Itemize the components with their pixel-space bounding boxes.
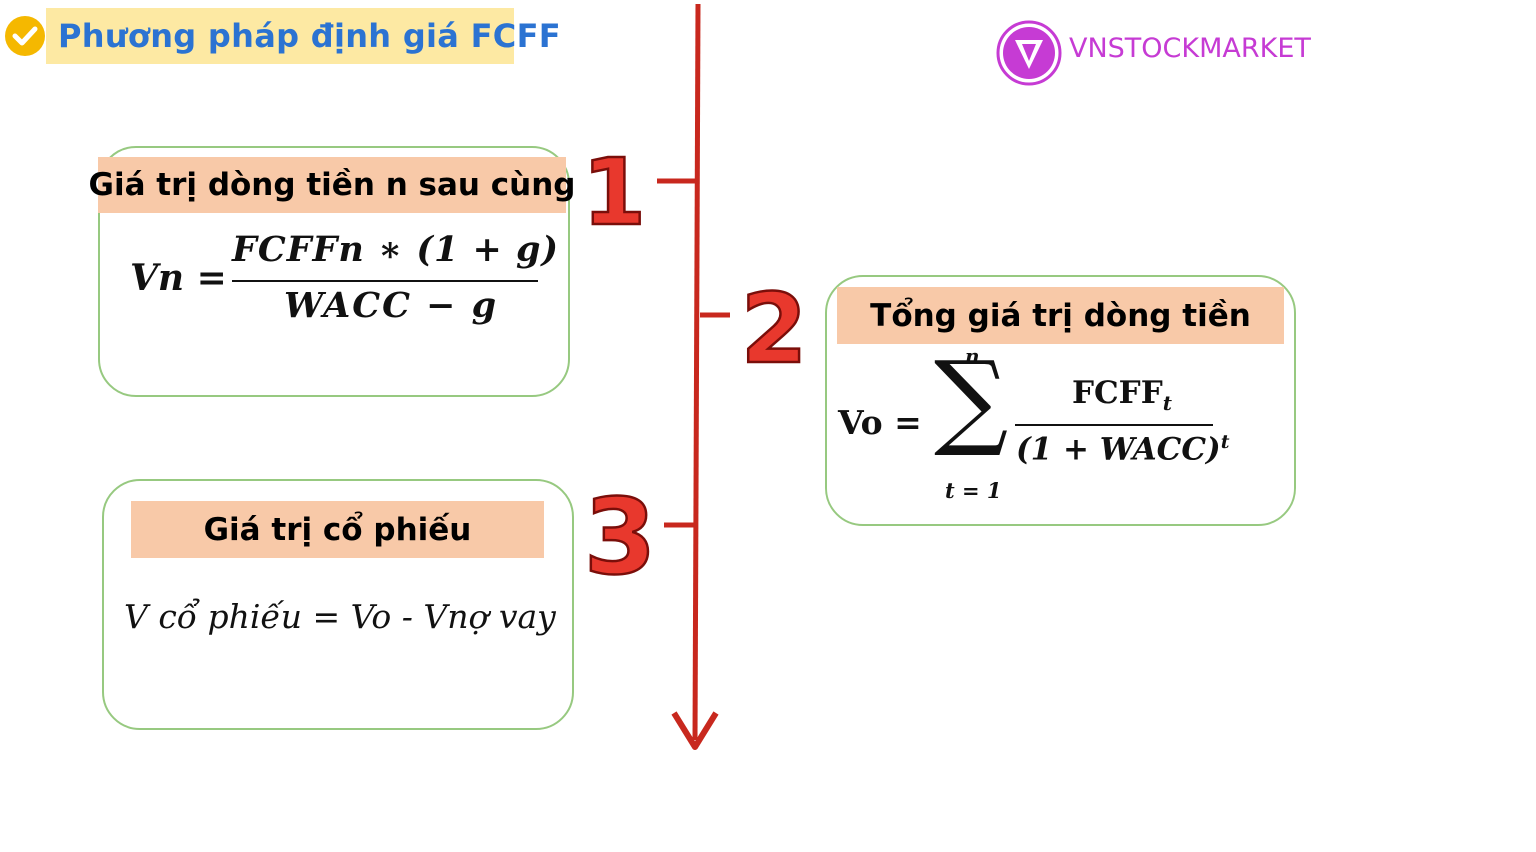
sum-symbol: ∑ <box>934 338 1009 460</box>
step-1-formula-numerator: FCFFn ∗ (1 + g) <box>232 229 560 270</box>
step-1-formula-lhs: Vn = <box>130 257 227 299</box>
numerator-text: FCFF <box>1072 375 1163 411</box>
step-number-3: 3 <box>584 476 656 598</box>
step-number-2: 2 <box>741 273 808 385</box>
sum-upper-limit: n <box>965 344 980 368</box>
step-2-formula-denominator: (1 + WACC)t <box>1016 431 1229 467</box>
step-2-label: Tổng giá trị dòng tiền <box>837 287 1284 344</box>
denominator-superscript: t <box>1220 431 1230 453</box>
numerator-subscript: t <box>1162 391 1172 416</box>
step-1-label: Giá trị dòng tiền n sau cùng <box>89 157 576 213</box>
timeline-arrow <box>671 3 719 750</box>
check-circle-icon <box>5 16 45 56</box>
page-title: Phương pháp định giá FCFF <box>58 17 561 55</box>
brand-name: VNSTOCKMARKET <box>1069 33 1311 64</box>
v-triangle-logo-icon <box>996 20 1062 86</box>
step-2-fraction-bar <box>1015 424 1213 426</box>
step-number-1: 1 <box>582 139 646 246</box>
step-3-formula: V cổ phiếu = Vo - Vnợ vay <box>124 597 556 636</box>
page-title-banner: Phương pháp định giá FCFF <box>46 8 561 64</box>
step-3-label: Giá trị cổ phiếu <box>131 501 544 558</box>
sum-lower-limit: t = 1 <box>945 478 1002 503</box>
step-1-fraction-bar <box>232 280 538 282</box>
step-1-formula-denominator: WACC − g <box>284 285 499 326</box>
denominator-text: (1 + WACC) <box>1016 431 1221 468</box>
step-2-formula-numerator: FCFFt <box>1072 375 1172 415</box>
step-2-formula-lhs: Vo = <box>838 403 922 442</box>
